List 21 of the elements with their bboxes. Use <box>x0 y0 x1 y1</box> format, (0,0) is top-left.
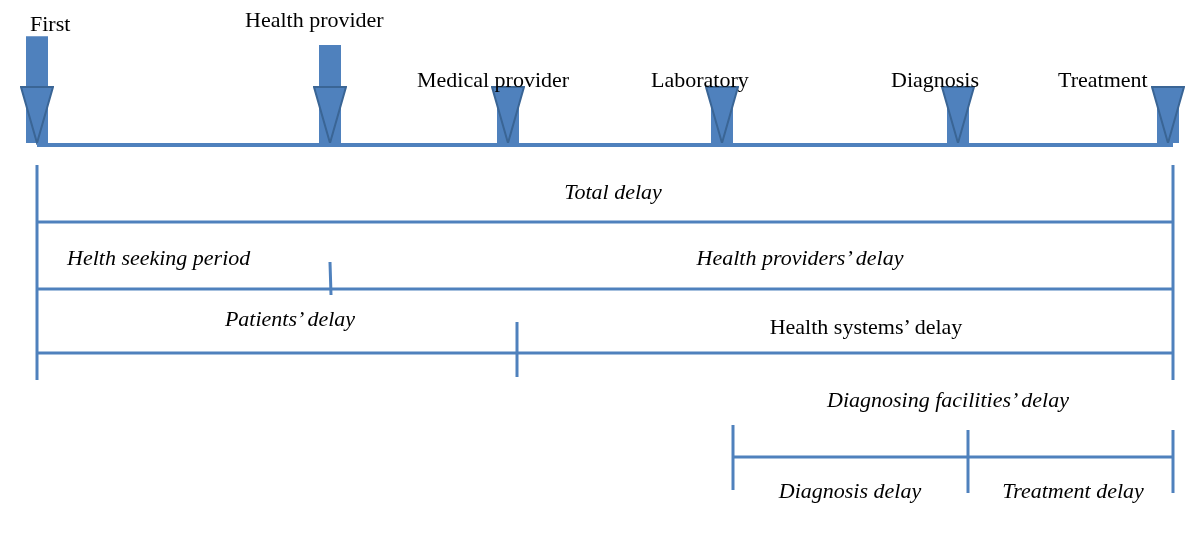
arrow <box>313 45 347 144</box>
delay-label: Diagnosis delay <box>777 479 923 504</box>
delay-label: Total delay <box>563 180 663 205</box>
delay-label: Patients’ delay <box>223 307 357 332</box>
delay-label: Helth seeking period <box>67 246 252 271</box>
delay-label: Treatment delay <box>1001 479 1145 504</box>
event-label: Medical provider <box>417 68 570 93</box>
arrow <box>1151 86 1185 144</box>
delay-label: Health providers’ delay <box>695 246 905 271</box>
event-label: Treatment <box>1058 68 1148 93</box>
timeline-bar <box>37 143 1173 147</box>
event-label: Health provider <box>245 8 384 33</box>
arrow <box>941 86 975 144</box>
delay-label: Diagnosing facilities’ delay <box>826 388 1070 413</box>
arrow <box>491 86 525 144</box>
event-label: Diagnosis <box>891 68 979 93</box>
delay-label: Health systems’ delay <box>768 315 964 340</box>
event-label: First <box>30 12 71 37</box>
arrow <box>20 36 54 144</box>
event-label: Laboratory <box>651 68 749 93</box>
arrow <box>705 86 739 144</box>
